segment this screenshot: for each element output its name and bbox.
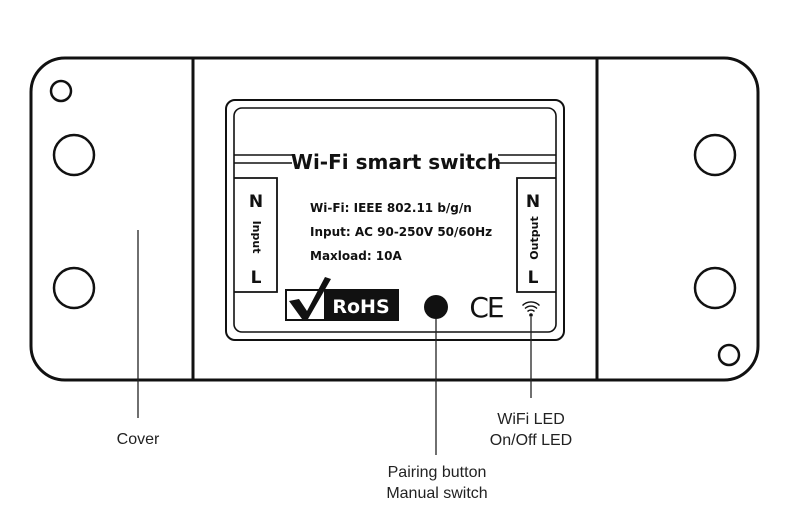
pairing-label-line1: Pairing button xyxy=(388,464,487,481)
ce-mark: CE xyxy=(469,291,503,324)
wifi-led-icon xyxy=(522,301,540,317)
label-panel-inner xyxy=(233,107,557,333)
rohs-logo: RoHS xyxy=(285,277,399,321)
small-screw-hole-right xyxy=(717,343,741,367)
spec-input: Input: AC 90-250V 50/60Hz xyxy=(310,225,492,239)
output-terminal-box xyxy=(516,177,556,293)
input-terminal-n: N xyxy=(249,192,263,212)
input-terminal-label: Input xyxy=(250,221,263,254)
wifi-label-line1: WiFi LED xyxy=(497,411,565,428)
spec-wifi: Wi-Fi: IEEE 802.11 b/g/n xyxy=(310,201,472,215)
screw-hole-right-bottom xyxy=(693,266,737,310)
device-title: Wi-Fi smart switch xyxy=(291,150,501,174)
screw-hole-left-top xyxy=(52,133,96,177)
screw-hole-left-bottom xyxy=(52,266,96,310)
rohs-text: RoHS xyxy=(332,296,389,318)
screw-hole-right-top xyxy=(693,133,737,177)
input-terminal-l: L xyxy=(251,268,262,288)
small-screw-hole-left xyxy=(49,79,73,103)
output-terminal-label: Output xyxy=(528,216,541,259)
cover-label: Cover xyxy=(117,431,160,448)
wifi-label-line2: On/Off LED xyxy=(490,432,572,449)
pairing-button[interactable] xyxy=(424,295,448,319)
input-terminal-box xyxy=(234,177,278,293)
output-terminal-n: N xyxy=(526,192,540,212)
pairing-label-line2: Manual switch xyxy=(386,485,487,502)
output-terminal-l: L xyxy=(528,268,539,288)
spec-maxload: Maxload: 10A xyxy=(310,249,403,263)
checkmark-icon xyxy=(289,277,331,319)
